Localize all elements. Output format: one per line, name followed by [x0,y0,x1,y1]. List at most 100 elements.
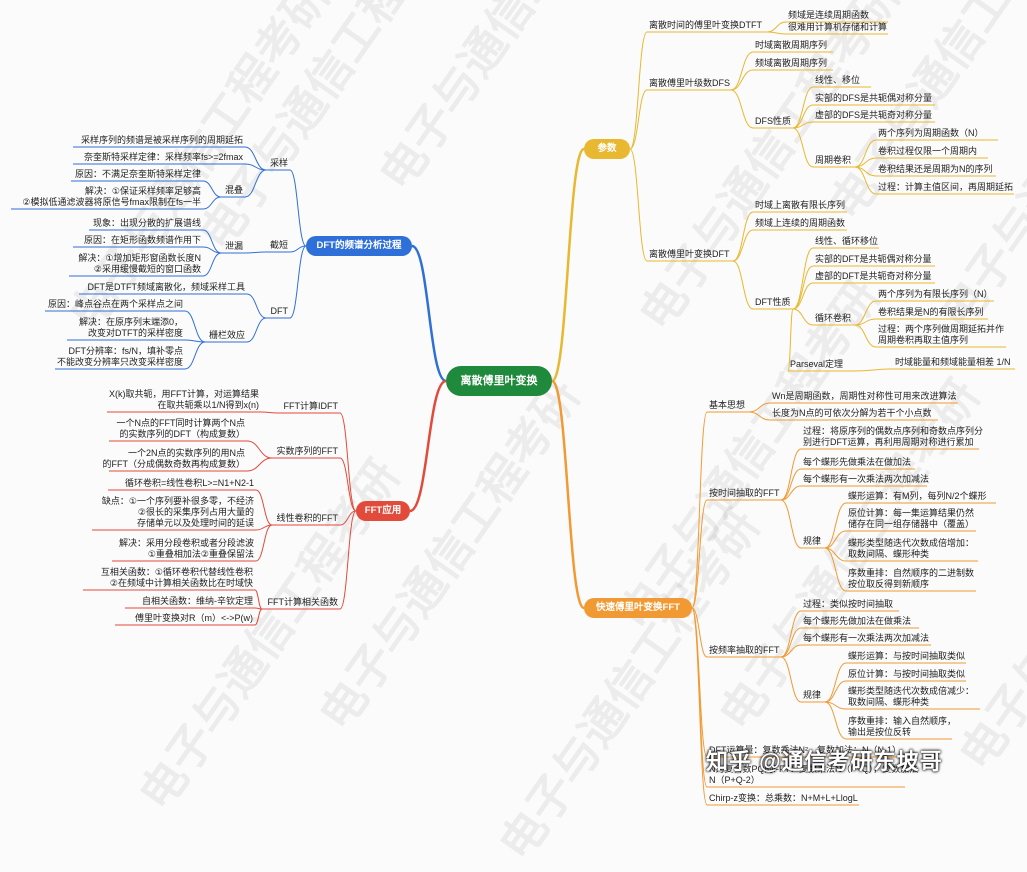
node-linear-conv[interactable]: 线性卷积的FFT [276,513,339,523]
branch-fft-app[interactable]: FFT应用 [356,501,410,521]
dft-prop-1[interactable]: 线性、循环移位 [815,236,879,246]
dit-rule-2[interactable]: 原位计算：每一集运算结果仍然 储存在同一组存储器中（覆盖） [848,508,975,529]
node-parseval[interactable]: Parseval定理 [790,359,844,369]
periodic-conv-4[interactable]: 过程：计算主值区间，再周期延拓 [878,182,1014,192]
connector-line [244,146,267,171]
connector-line [246,440,273,459]
connector-line [854,139,877,168]
node-leakage[interactable]: 泄漏 [224,241,243,251]
corr-1[interactable]: 互相关函数：①循环卷积代替线性卷积 ②在频域中计算相关函数比在时域快 [100,567,253,588]
connector-line [854,300,877,326]
linear-conv-3[interactable]: 解决：采用分段卷积或者分段滤波 ①重叠相加法②重叠保留法 [118,538,254,559]
basic-idea-1[interactable]: Wn是周期函数，周期性对称性可用来改进算法 [772,391,957,401]
dft-prop-2[interactable]: 实部的DFT是共轭偶对称分量 [815,254,932,264]
dfs-item-1[interactable]: 时域离散周期序列 [755,40,828,50]
node-aliasing[interactable]: 混叠 [224,185,243,195]
dfs-prop-3[interactable]: 虚部的DFS是共轭奇对称分量 [815,110,933,120]
connector-line [732,211,754,262]
dit-item-2[interactable]: 每个蝶形先做乘法在做加法 [803,457,912,467]
dit-item-3[interactable]: 每个蝶形有一次乘法两次加减法 [803,474,930,484]
picket-3[interactable]: DFT分辨率：fs/N，填补零点 不能改变分辨率只改变采样密度 [56,346,183,367]
connector-line [748,411,771,421]
branch-fft[interactable]: 快速傅里叶变换FFT [584,598,692,618]
connector-line [824,701,847,740]
fft-other-3[interactable]: Chirp-z变换：总乘数：N+M+L+LlogL [709,793,858,803]
node-dtft[interactable]: 离散时间的傅里叶变换DTFT [649,20,762,30]
real-fft-2[interactable]: 一个2N点的实数序列的用N点 的FFT（分成偶数奇数再构成复数） [102,448,246,469]
node-dit[interactable]: 按时间抽取的FFT [709,488,780,498]
dit-rule-1[interactable]: 蝶形运算：有M列，每列N/2个蝶形 [848,491,987,501]
dfs-prop-2[interactable]: 实部的DFS是共轭偶对称分量 [815,93,933,103]
sampling-1[interactable]: 采样序列的频谱是被采样序列的周期延拓 [80,135,243,145]
basic-idea-2[interactable]: 长度为N点的可依次分解为若干个小点数 [772,408,932,418]
connector-line [792,247,814,310]
periodic-conv-1[interactable]: 两个序列为周期函数（N） [878,128,984,138]
node-dft-prop[interactable]: DFT性质 [755,297,791,307]
node-picket-fence[interactable]: 栅栏效应 [208,330,245,340]
circ-conv-3[interactable]: 过程：两个序列做周期延拓并作 周期卷积再取主值序列 [878,324,1005,345]
central-topic[interactable]: 离散傅里叶变换 [446,366,552,396]
aliasing-1[interactable]: 原因：不满足奈奎斯特采样定律 [74,169,201,179]
linear-conv-2[interactable]: 缺点：①一个序列要补很多零，不经济 ②很长的采集序列占用大量的 存储单元以及处理… [101,496,254,528]
node-dit-rule[interactable]: 规律 [803,536,822,546]
periodic-conv-2[interactable]: 卷积过程仅限一个周期内 [878,146,978,156]
dit-rule-4[interactable]: 序数重排：自然顺序的二进制数 按位取反得到新顺序 [848,568,975,589]
dft-item-1[interactable]: 时域上离散有限长序列 [755,200,846,210]
corr-2[interactable]: 自相关函数：维纳-辛钦定理 [142,596,253,606]
parseval-note[interactable]: 时域能量和频域能量相差 1/N [895,357,1011,367]
node-analysis-dft[interactable]: DFT [270,306,289,316]
aliasing-2[interactable]: 解决：①保证采样频率足够高 ②模拟低通滤波器将原信号fmax限制在fs一半 [22,186,201,207]
node-corr[interactable]: FFT计算相关函数 [267,597,339,607]
dif-rule-1[interactable]: 蝶形运算：与按时间抽取类似 [848,651,966,661]
note-dtft-2[interactable]: 很难用计算机存储和计算 [788,22,888,32]
dft-item-2[interactable]: 频域上连续的周期函数 [755,218,846,228]
dif-item-2[interactable]: 每个蝶形先做加法在做乘法 [803,616,912,626]
leakage-1[interactable]: 现象：出现分散的扩展谱线 [92,218,201,228]
branch-params[interactable]: 参数 [584,139,630,159]
circ-conv-2[interactable]: 卷积结果是N的有限长序列 [878,307,984,317]
fft-other-2[interactable]: N为复合数PQ的FFT：复数乘法N（P+Q），复数加法 N（P+Q-2） [709,764,919,785]
dit-item-1[interactable]: 过程：将原序列的偶数点序列和奇数点序列分 别进行DFT运算，再利用周期对称进行累… [803,426,984,447]
circ-conv-1[interactable]: 两个序列为有限长序列（N） [878,289,993,299]
node-basic-idea[interactable]: 基本思想 [709,400,746,410]
dif-rule-2[interactable]: 原位计算：与按时间抽取类似 [848,669,966,679]
branch-dft-analysis[interactable]: DFT的频谱分析过程 [306,236,412,256]
picket-1[interactable]: 原因：峰点谷点在两个采样点之间 [47,299,183,309]
idft-1[interactable]: X(k)取共轭，用FFT计算，对运算结果 在取共轭乘以1/N得到x(n) [109,389,259,410]
dif-rule-3[interactable]: 蝶形类型随迭代次数成倍减少： 取数间隔、蝶形种类 [848,686,975,707]
dfs-item-2[interactable]: 频域离散周期序列 [755,58,828,68]
dif-item-1[interactable]: 过程：类似按时间抽取 [803,599,894,609]
node-truncation[interactable]: 截短 [269,240,288,250]
picket-2[interactable]: 解决：在原序列末端添0， 改变对DTFT的采样密度 [78,317,183,338]
note-dtft-1[interactable]: 频域是连续周期函数 [788,10,870,20]
node-dft[interactable]: 离散傅里叶变换DFT [649,249,730,259]
real-fft-1[interactable]: 一个N点的FFT同时计算两个N点 的实数序列的DFT（构成复数） [116,418,246,439]
fft-other-1[interactable]: DFT运算量：复数乘法N²，复数加法：N（N-1） [709,745,901,755]
periodic-conv-3[interactable]: 卷积结果还是周期为N的序列 [878,164,993,174]
node-dif[interactable]: 按频率抽取的FFT [709,645,780,655]
dif-item-3[interactable]: 每个蝶形有一次乘法两次加减法 [803,633,930,643]
sampling-2[interactable]: 奈奎斯特采样定律：采样频率fs>=2fmax [83,152,243,162]
leakage-2[interactable]: 原因：在矩形函数频谱作用下 [83,235,201,245]
connector-line [787,308,794,372]
node-dfs-prop[interactable]: DFS性质 [755,116,792,126]
node-periodic-conv[interactable]: 周期卷积 [815,155,852,165]
linear-conv-1[interactable]: 循环卷积=线性卷积L>=N1+N2-1 [124,478,254,488]
node-sampling[interactable]: 采样 [269,158,288,168]
leakage-3[interactable]: 解决：①增加矩形窗函数长度N ②采用缓慢截短的窗口函数 [78,253,201,274]
dit-rule-3[interactable]: 蝶形类型随迭代次数成倍增加： 取数间隔、蝶形种类 [848,538,975,559]
connector-line [780,627,802,658]
connector-line [184,310,206,343]
analysis-dft-1[interactable]: DFT是DTFT频域离散化，频域采样工具 [87,282,246,292]
dft-prop-3[interactable]: 虚部的DFT是共轭奇对称分量 [815,271,932,281]
node-fft-idft[interactable]: FFT计算IDFT [283,401,339,411]
node-dfs[interactable]: 离散傅里叶级数DFS [649,78,731,88]
node-dif-rule[interactable]: 规律 [803,690,822,700]
dif-rule-4[interactable]: 序数重排：输入自然顺序， 输出是按位反转 [848,716,957,737]
node-real-fft[interactable]: 实数序列的FFT [276,446,339,456]
node-circ-conv[interactable]: 循环卷积 [815,313,852,323]
connector-line [854,318,877,326]
connector-line [824,547,847,592]
corr-3[interactable]: 傅里叶变换对R（m）<->P(w) [134,613,253,623]
dfs-prop-1[interactable]: 线性、移位 [815,75,861,85]
